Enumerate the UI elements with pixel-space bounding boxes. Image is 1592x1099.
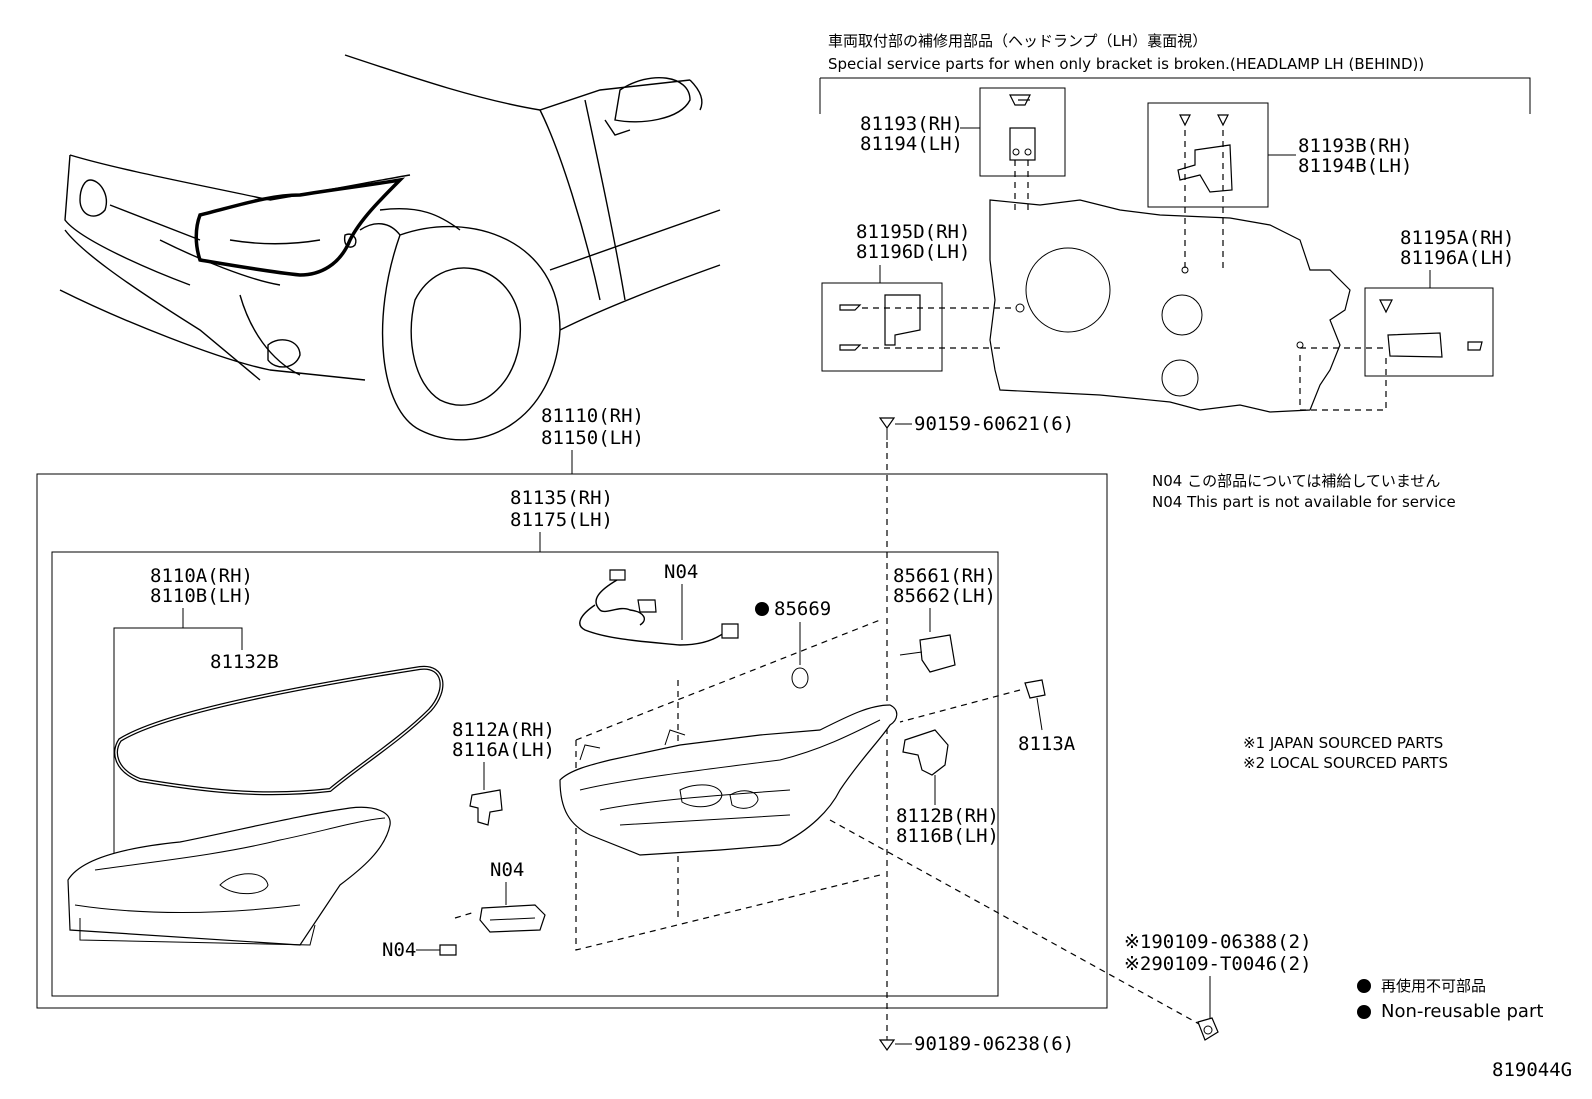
source-note-1: ※1 JAPAN SOURCED PARTS xyxy=(1243,734,1443,752)
label-90109-t0046: ※290109-T0046(2) xyxy=(1124,953,1312,975)
label-85669: 85669 xyxy=(774,598,831,620)
headlamp-housing-81135 xyxy=(559,619,898,951)
module-n04 xyxy=(454,904,546,933)
bracket-8112a xyxy=(469,789,503,826)
label-90189: 90189-06238(6) xyxy=(914,1033,1074,1055)
label-8113a: 8113A xyxy=(1018,733,1076,755)
label-81150: 81150(LH) xyxy=(541,427,644,449)
bracket-81195d-box xyxy=(821,282,1012,372)
headlamp-lens-8110a xyxy=(67,806,391,946)
label-81110: 81110(RH) xyxy=(541,405,644,427)
label-8112b: 8112B(RH) xyxy=(896,805,999,827)
label-85661: 85661(RH) xyxy=(893,565,996,587)
header-jp: 車両取付部の補修用部品（ヘッドランプ（LH）裏面視） xyxy=(828,32,1207,50)
bracket-top xyxy=(820,77,1531,114)
label-n04-module: N04 xyxy=(490,859,524,881)
diagram-id: 819044G xyxy=(1492,1059,1572,1081)
label-85662: 85662(LH) xyxy=(893,585,996,607)
label-81196a: 81196A(LH) xyxy=(1400,247,1514,269)
label-90159: 90159-60621(6) xyxy=(914,413,1074,435)
wire-harness-n04 xyxy=(579,569,739,646)
leveling-actuator-85661 xyxy=(899,634,956,673)
label-90109-06388: ※190109-06388(2) xyxy=(1124,931,1312,953)
label-81135: 81135(RH) xyxy=(510,487,613,509)
gasket-81132b xyxy=(114,665,444,796)
screw-n04-icon xyxy=(439,944,457,956)
header-en: Special service parts for when only brac… xyxy=(828,55,1424,73)
label-8110b: 8110B(LH) xyxy=(150,585,253,607)
n04-note-jp: N04 この部品については補給していません xyxy=(1152,472,1440,490)
legend-dot-en xyxy=(1357,1005,1371,1019)
label-81195a: 81195A(RH) xyxy=(1400,227,1514,249)
label-8112a: 8112A(RH) xyxy=(452,719,555,741)
label-81193b: 81193B(RH) xyxy=(1298,135,1412,157)
bracket-8112b xyxy=(902,729,949,776)
label-81195d: 81195D(RH) xyxy=(856,221,970,243)
label-81194: 81194(LH) xyxy=(860,133,963,155)
bracket-81195a-box xyxy=(1299,287,1494,411)
screw-90189-icon xyxy=(878,1036,896,1052)
label-n04-wire: N04 xyxy=(664,561,698,583)
source-note-2: ※2 LOCAL SOURCED PARTS xyxy=(1243,754,1448,772)
label-n04-screw: N04 xyxy=(382,939,416,961)
legend-dot-jp xyxy=(1357,979,1371,993)
label-81175: 81175(LH) xyxy=(510,509,613,531)
label-81196d: 81196D(LH) xyxy=(856,241,970,263)
assembly-81110-box xyxy=(36,473,1108,1009)
bracket-81193-box xyxy=(979,87,1066,210)
car-front-illustration xyxy=(59,54,721,441)
bolt-90109-icon xyxy=(1197,1017,1219,1041)
screw-90159-icon xyxy=(878,417,896,440)
label-81193: 81193(RH) xyxy=(860,113,963,135)
label-81194b: 81194B(LH) xyxy=(1298,155,1412,177)
bulb-8113a xyxy=(1024,679,1046,731)
non-reusable-dot-85669 xyxy=(755,602,769,616)
label-8110a: 8110A(RH) xyxy=(150,565,253,587)
label-81132b: 81132B xyxy=(210,651,279,673)
legend-en: Non-reusable part xyxy=(1381,1001,1543,1022)
label-8116b: 8116B(LH) xyxy=(896,825,999,847)
headlamp-housing-behind xyxy=(989,199,1351,413)
legend-jp: 再使用不可部品 xyxy=(1381,977,1486,995)
assembly-81135-box xyxy=(51,551,999,997)
label-8116a: 8116A(LH) xyxy=(452,739,555,761)
o-ring-85669 xyxy=(791,667,809,689)
n04-note-en: N04 This part is not available for servi… xyxy=(1152,493,1456,511)
